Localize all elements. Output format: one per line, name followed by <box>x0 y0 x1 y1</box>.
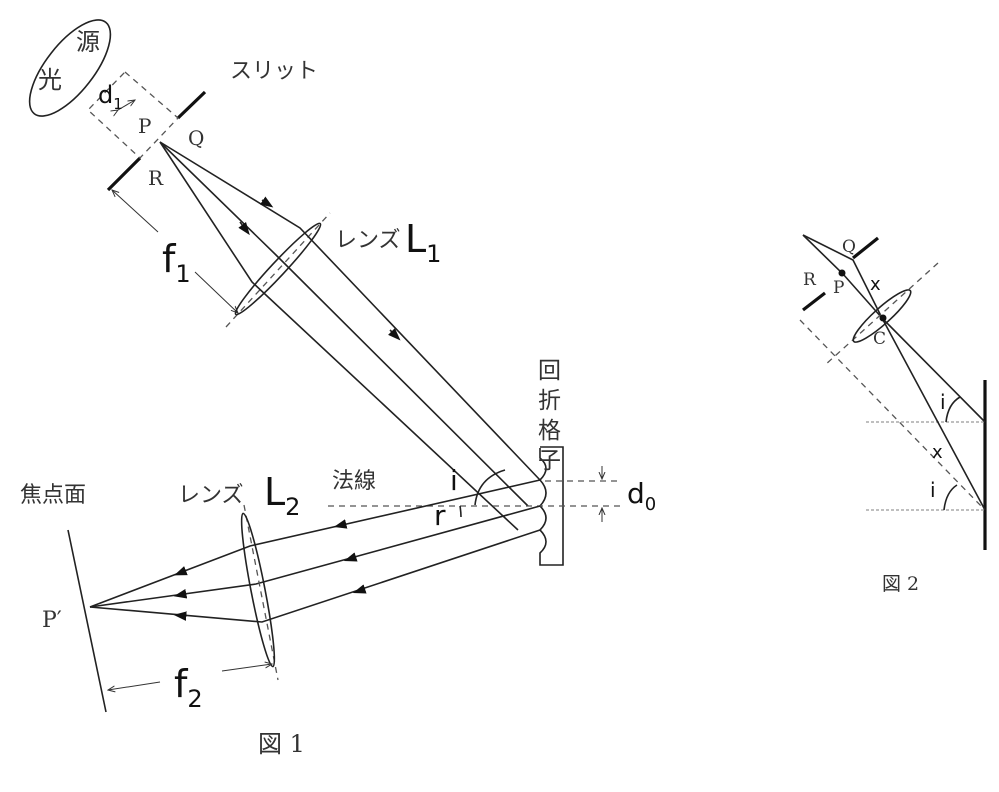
svg-text:格: 格 <box>538 418 561 444</box>
lens2-label: レンズ <box>178 483 244 508</box>
d1-arrow <box>118 100 135 110</box>
diffracted-rays <box>89 479 541 623</box>
ray-arrow <box>173 589 188 599</box>
d1-label: d1 <box>98 81 123 113</box>
d0-label: d0 <box>627 477 656 515</box>
f1-arrow-lower <box>194 271 238 313</box>
light-source-char-2: 光 <box>38 66 62 94</box>
fig2-lens-axis <box>824 262 939 366</box>
incoming-rays <box>159 141 541 531</box>
svg-text:折: 折 <box>538 388 561 414</box>
svg-text:子: 子 <box>538 448 561 474</box>
fig2-lens <box>852 289 912 343</box>
fig2-label-c: C <box>873 329 886 349</box>
lens1-symbol: L1 <box>405 217 441 268</box>
slit-jaw-q <box>176 90 207 120</box>
figure-1: 源 光 スリット d1 P Q R f1 レンズ L1 <box>20 19 656 758</box>
lens2-axis <box>243 504 279 681</box>
f1-label: f1 <box>162 237 191 288</box>
point-p-prime: P′ <box>42 608 62 633</box>
slit-dashed-box <box>87 71 179 159</box>
ray-arrow <box>238 221 250 236</box>
ray-out-1 <box>89 479 541 608</box>
fig2-ray-p <box>802 234 986 423</box>
ray-arrow <box>174 566 188 576</box>
point-q: Q <box>188 126 204 150</box>
ray-arrow <box>343 552 358 562</box>
focal-plane-label: 焦点面 <box>20 483 86 508</box>
ray-in-1 <box>159 141 541 481</box>
lens-l1 <box>234 222 322 316</box>
ray-in-2 <box>159 141 529 507</box>
fig2-angle-i1-arc <box>945 396 961 423</box>
ray-arrow <box>333 519 348 529</box>
fig2-parallel-dashed <box>799 319 984 509</box>
ray-in-3 <box>159 141 519 531</box>
slit-label: スリット <box>230 59 318 84</box>
point-p: P <box>138 114 151 138</box>
ray-arrow <box>388 328 401 341</box>
f1-arrow-upper <box>112 190 159 233</box>
ray-arrow <box>260 196 274 208</box>
f2-label: f2 <box>174 662 203 713</box>
fig2-point-c <box>879 314 887 322</box>
figure-2-caption: 図 2 <box>882 573 919 595</box>
focal-plane <box>67 529 107 713</box>
fig2-angle-x1: x <box>870 274 881 295</box>
angle-r-arc <box>459 505 462 518</box>
fig2-slit-q <box>852 236 879 260</box>
fig2-angle-x2: x <box>932 442 943 463</box>
ray-arrow <box>173 611 187 621</box>
light-source-ellipse <box>28 19 112 117</box>
fig2-label-q: Q <box>842 237 856 257</box>
svg-text:回: 回 <box>538 358 561 384</box>
ray-arrow <box>352 584 367 594</box>
ray-out-3 <box>89 529 541 623</box>
fig2-slit-r <box>802 291 826 312</box>
lens2-symbol: L2 <box>264 470 300 521</box>
f2-arrow-right <box>221 664 272 672</box>
diffraction-grating <box>538 446 564 566</box>
figure-2: Q R P C x x i i 図 2 <box>799 234 987 595</box>
fig2-angle-i2-arc <box>943 484 958 511</box>
fig2-label-r: R <box>803 270 817 290</box>
fig2-ray-q <box>802 234 986 511</box>
fig2-angle-i1: i <box>940 390 946 414</box>
f2-arrow-left <box>108 681 161 690</box>
normal-label: 法線 <box>332 469 376 494</box>
grating-label: 回 折 格 子 <box>538 358 561 474</box>
fig2-label-p: P <box>833 278 844 298</box>
fig2-angle-i2: i <box>930 478 936 502</box>
ray-out-2 <box>89 505 541 608</box>
lens1-axis <box>225 212 331 328</box>
fig2-point-p <box>838 269 846 277</box>
lens1-label: レンズ <box>335 228 401 253</box>
angle-i-label: i <box>450 464 458 497</box>
point-r: R <box>148 166 164 190</box>
lens-l2 <box>240 512 276 668</box>
slit-jaw-r <box>106 156 142 192</box>
light-source-char-1: 源 <box>76 28 100 56</box>
angle-r-label: r <box>434 499 446 532</box>
angle-i-arc <box>474 469 506 506</box>
figure-1-caption: 図 1 <box>258 730 305 758</box>
